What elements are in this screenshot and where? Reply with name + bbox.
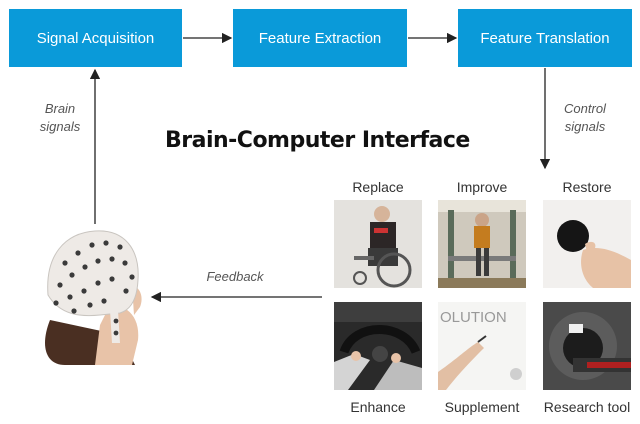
photo-hand-ball xyxy=(543,200,631,288)
feature-extraction-box: Feature Extraction xyxy=(233,9,407,67)
photo-writing: OLUTION xyxy=(438,302,526,390)
caption-enhance: Enhance xyxy=(350,399,406,415)
feature-translation-box: Feature Translation xyxy=(458,9,632,67)
caption-research-tool: Research tool xyxy=(543,399,631,415)
brain-signals-label: Brain signals xyxy=(39,101,81,134)
signal-acquisition-box: Signal Acquisition xyxy=(9,9,182,67)
feedback-label: Feedback xyxy=(206,269,264,284)
caption-improve: Improve xyxy=(456,179,508,195)
control-signals-label: Control signals xyxy=(564,101,606,134)
photo-wheelchair xyxy=(334,200,422,288)
diagram-title: Brain-Computer Interface xyxy=(165,128,470,153)
feature-translation-label: Feature Translation xyxy=(480,29,610,47)
feature-extraction-label: Feature Extraction xyxy=(258,29,382,47)
photo-rehabilitation xyxy=(438,200,526,288)
eeg-cap-head-illustration xyxy=(40,225,150,365)
caption-replace: Replace xyxy=(352,179,404,195)
whiteboard-text: OLUTION xyxy=(440,309,507,326)
caption-supplement: Supplement xyxy=(444,399,520,415)
photo-scanner xyxy=(543,302,631,390)
signal-acquisition-label: Signal Acquisition xyxy=(36,29,155,47)
photo-driving xyxy=(334,302,422,390)
caption-restore: Restore xyxy=(562,179,612,195)
